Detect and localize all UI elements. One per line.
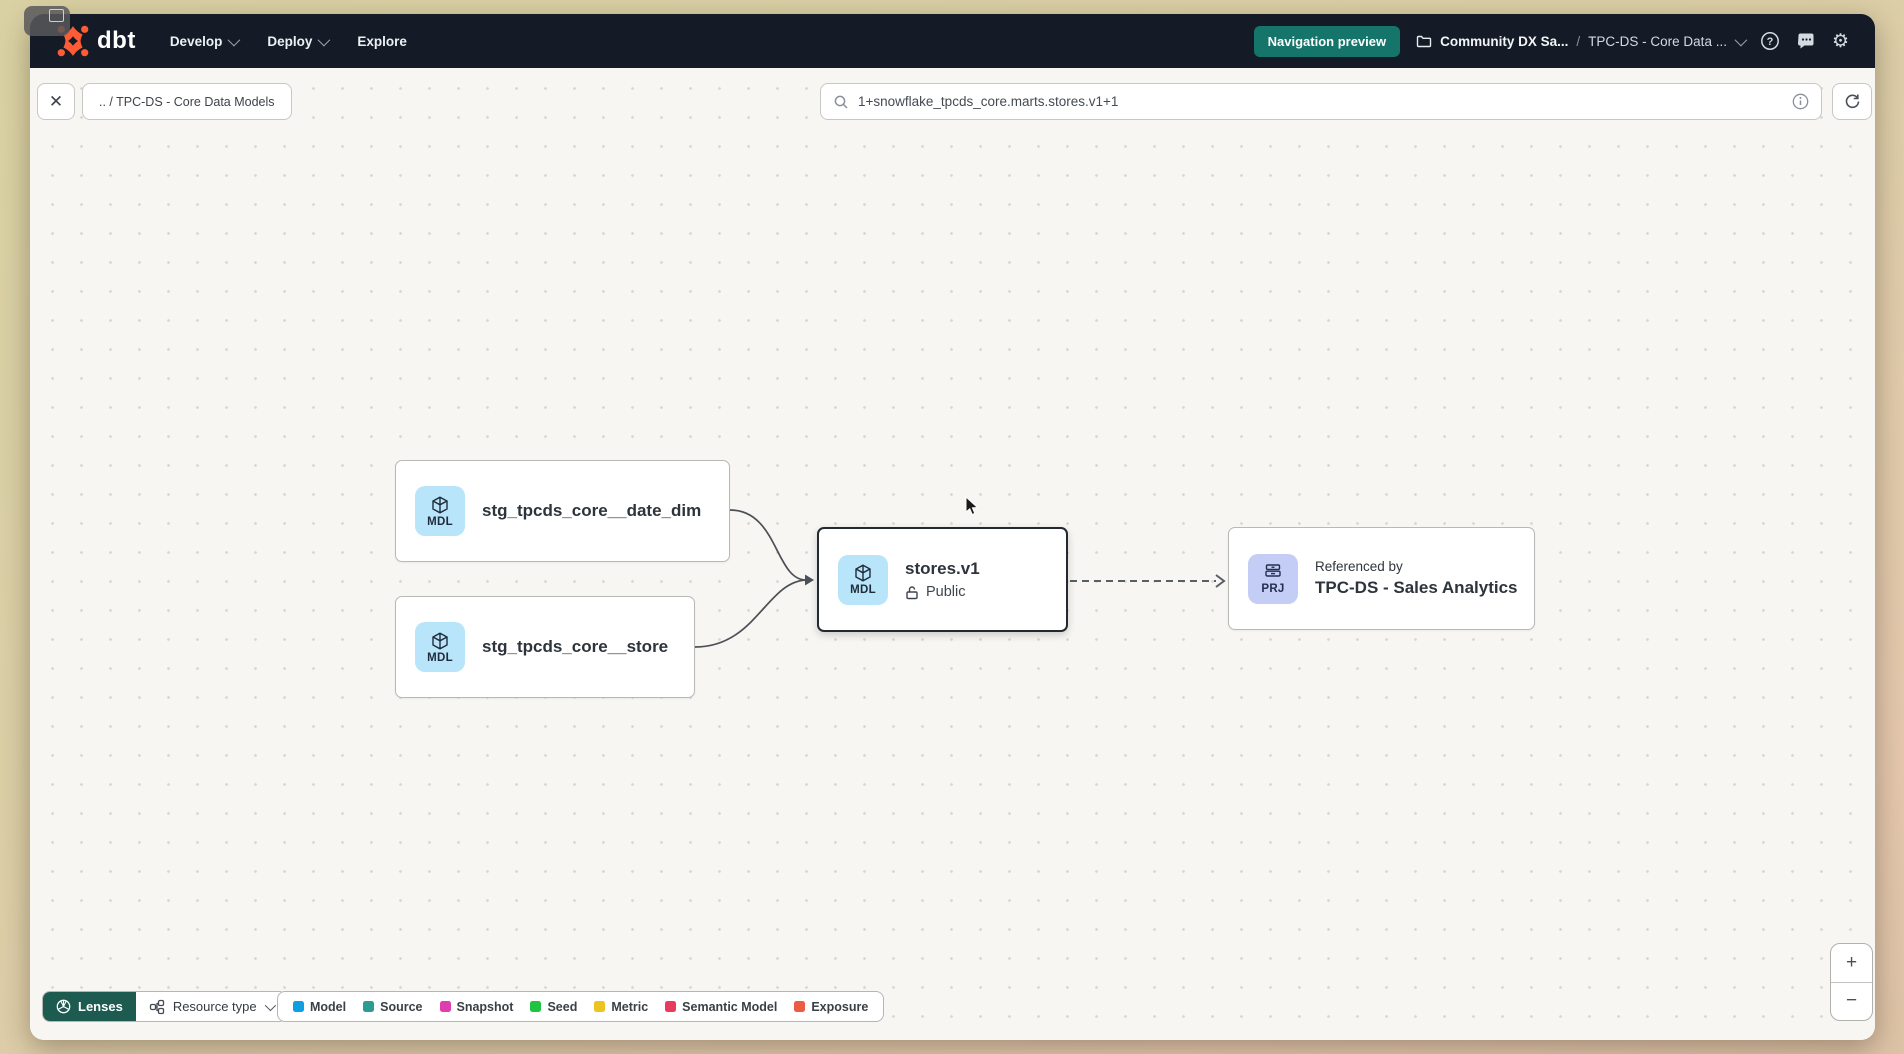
edge-store-to-stores xyxy=(694,579,807,648)
resource-type-label: Resource type xyxy=(172,999,257,1014)
cube-icon xyxy=(855,564,871,582)
resource-legend: Model Source Snapshot Seed Metric xyxy=(277,991,885,1022)
node-title: stores.v1 xyxy=(905,559,980,578)
nav-menu-develop[interactable]: Develop xyxy=(169,33,241,49)
badge-label: MDL xyxy=(427,651,453,664)
project-badge: PRJ xyxy=(1248,553,1298,604)
source-swatch xyxy=(363,1001,375,1012)
resource-type-icon xyxy=(149,999,164,1014)
exposure-swatch xyxy=(794,1001,806,1012)
node-stores-v1[interactable]: MDL stores.v1 Public xyxy=(817,527,1068,632)
edge-date-dim-to-stores xyxy=(729,509,807,581)
chevron-down-icon xyxy=(317,33,331,46)
legend-item-source: Source xyxy=(363,999,423,1014)
legend-label: Snapshot xyxy=(456,999,514,1014)
resource-type-dropdown[interactable]: Resource type xyxy=(135,992,286,1021)
lens-icon xyxy=(56,999,71,1014)
canvas-zoom-controls: + − xyxy=(1830,943,1873,1021)
edge-dashed-arrowhead xyxy=(1215,574,1226,588)
lenses-label: Lenses xyxy=(78,999,123,1014)
top-navbar: dbt Develop Deploy Explore Navigation pr… xyxy=(30,14,1875,68)
legend-label: Exposure xyxy=(811,999,869,1014)
zoom-in-button[interactable]: + xyxy=(1845,951,1858,973)
cube-icon xyxy=(432,631,448,650)
metric-swatch xyxy=(594,1001,606,1012)
help-icon[interactable]: ? xyxy=(1760,31,1780,51)
access-row: Public xyxy=(905,584,980,600)
legend-item-semantic-model: Semantic Model xyxy=(665,1000,777,1014)
refresh-icon xyxy=(1845,94,1859,109)
gear-icon[interactable]: ⚙ xyxy=(1831,30,1849,52)
access-label: Public xyxy=(926,584,966,600)
feedback-icon[interactable] xyxy=(1796,31,1816,51)
lenses-button[interactable]: Lenses xyxy=(43,992,136,1021)
nav-menu-develop-label: Develop xyxy=(169,33,223,49)
legend-item-seed: Seed xyxy=(530,1000,577,1014)
unlock-icon xyxy=(906,585,918,599)
nav-menu-deploy[interactable]: Deploy xyxy=(267,33,331,49)
screen-capture-artifact xyxy=(24,6,70,36)
model-swatch xyxy=(293,1001,304,1012)
legend-label: Model xyxy=(310,999,347,1014)
mini-window-icon xyxy=(49,9,64,22)
referenced-by-label: Referenced by xyxy=(1315,559,1403,574)
zoom-out-button[interactable]: − xyxy=(1845,990,1858,1012)
model-badge: MDL xyxy=(415,486,465,536)
lens-controls: Lenses Resource type xyxy=(42,991,287,1022)
node-stg-tpcds-core-store[interactable]: MDL stg_tpcds_core__store xyxy=(395,596,695,698)
chevron-down-icon[interactable] xyxy=(1734,33,1748,46)
chevron-down-icon xyxy=(264,999,276,1011)
chevron-down-icon xyxy=(227,33,241,46)
lineage-selector-bar xyxy=(820,83,1822,120)
node-stg-tpcds-core-date-dim[interactable]: MDL stg_tpcds_core__date_dim xyxy=(395,460,730,562)
search-icon xyxy=(834,95,848,109)
node-title: stg_tpcds_core__date_dim xyxy=(482,501,702,520)
lineage-path-chip[interactable]: .. / TPC-DS - Core Data Models xyxy=(82,83,292,120)
badge-label: PRJ xyxy=(1261,583,1285,595)
breadcrumb-project[interactable]: TPC-DS - Core Data ... xyxy=(1588,33,1727,49)
semantic-model-swatch xyxy=(665,1001,677,1012)
cube-icon xyxy=(432,495,448,514)
node-title: TPC-DS - Sales Analytics xyxy=(1315,578,1518,597)
drawers-icon xyxy=(1265,564,1281,577)
refresh-lineage-button[interactable] xyxy=(1832,83,1872,120)
selector-search-input[interactable] xyxy=(858,94,1783,109)
seed-swatch xyxy=(530,1001,542,1012)
mouse-cursor xyxy=(965,496,979,516)
breadcrumb-separator: / xyxy=(1576,33,1581,49)
breadcrumb: Community DX Sa... / TPC-DS - Core Data … xyxy=(1416,33,1748,49)
snapshot-swatch xyxy=(439,1001,451,1012)
dbt-logo[interactable]: dbt xyxy=(56,24,136,58)
edge-arrowhead xyxy=(805,574,814,586)
navigation-preview-badge[interactable]: Navigation preview xyxy=(1253,25,1401,57)
legend-label: Seed xyxy=(547,999,578,1014)
app-window: dbt Develop Deploy Explore Navigation pr… xyxy=(30,14,1875,1040)
legend-label: Semantic Model xyxy=(682,999,778,1014)
badge-label: MDL xyxy=(427,515,453,528)
legend-item-metric: Metric xyxy=(594,1000,648,1014)
dbt-logo-text: dbt xyxy=(97,27,136,54)
nav-menu-deploy-label: Deploy xyxy=(267,33,313,49)
svg-text:?: ? xyxy=(1767,36,1774,48)
breadcrumb-account[interactable]: Community DX Sa... xyxy=(1440,33,1569,49)
zoom-divider xyxy=(1831,981,1872,983)
folder-icon xyxy=(1416,35,1432,48)
legend-item-model: Model xyxy=(293,1000,346,1014)
legend-label: Source xyxy=(380,999,423,1014)
model-badge: MDL xyxy=(838,554,888,605)
model-badge: MDL xyxy=(415,622,465,672)
badge-label: MDL xyxy=(850,584,876,596)
legend-label: Metric xyxy=(611,999,649,1014)
legend-item-exposure: Exposure xyxy=(794,1000,868,1014)
lineage-canvas[interactable]: ✕ .. / TPC-DS - Core Data Models xyxy=(30,68,1875,1040)
legend-item-snapshot: Snapshot xyxy=(439,999,514,1014)
node-title: stg_tpcds_core__store xyxy=(482,637,669,656)
close-icon: ✕ xyxy=(48,91,64,111)
nav-menu-explore[interactable]: Explore xyxy=(357,34,407,49)
info-icon[interactable] xyxy=(1792,93,1809,110)
close-lineage-button[interactable]: ✕ xyxy=(37,83,75,120)
node-referenced-by-project[interactable]: PRJ Referenced by TPC-DS - Sales Analyti… xyxy=(1228,527,1535,630)
nav-menu-explore-label: Explore xyxy=(357,33,407,49)
